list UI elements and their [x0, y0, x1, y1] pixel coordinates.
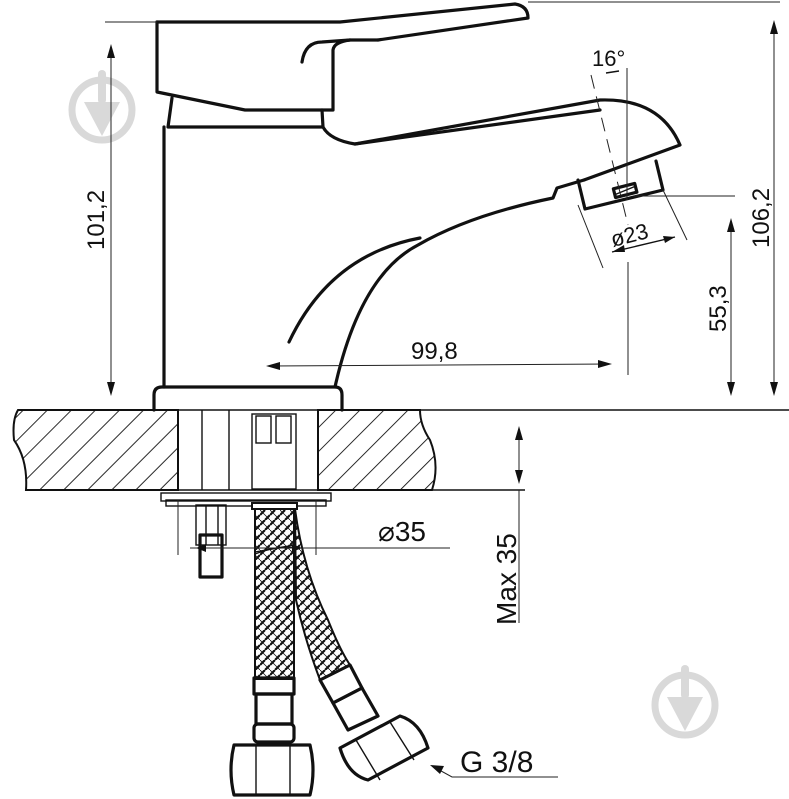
faucet-handle	[155, 2, 602, 146]
total-height-dimension: 106,2	[748, 20, 778, 396]
spout-reach-label: 99,8	[411, 338, 458, 365]
countertop-section	[12, 409, 789, 491]
angle-dimension: 16°	[590, 46, 629, 226]
spout-reach-dimension: 99,8	[266, 262, 629, 375]
body-height-dimension: 101,2	[83, 44, 115, 396]
braided-hose-left	[229, 502, 315, 797]
spout-height-label: 55,3	[705, 285, 732, 332]
watermark-logo-icon	[651, 665, 719, 739]
hole-diameter-label: ⌀35	[378, 516, 426, 547]
total-height-label: 106,2	[748, 188, 775, 248]
faucet-spout	[287, 98, 682, 389]
watermark-logo-icon	[68, 70, 136, 144]
countertop-thickness-label: Max 35	[491, 533, 522, 625]
hole-diameter-dimension: ⌀35	[190, 516, 450, 555]
spout-height-dimension: 55,3	[634, 195, 735, 396]
angle-label: 16°	[592, 46, 625, 71]
body-height-label: 101,2	[83, 190, 110, 250]
braided-hose-right	[294, 508, 430, 782]
mounting-assembly	[160, 410, 332, 579]
aerator-diameter-dimension: ø23	[577, 189, 688, 269]
countertop-thickness-dimension: Max 35	[491, 426, 523, 625]
thread-label: G 3/8	[460, 746, 533, 779]
thread-callout: G 3/8	[430, 746, 558, 779]
faucet-body	[152, 125, 344, 412]
aerator-diameter-label: ø23	[608, 218, 651, 251]
